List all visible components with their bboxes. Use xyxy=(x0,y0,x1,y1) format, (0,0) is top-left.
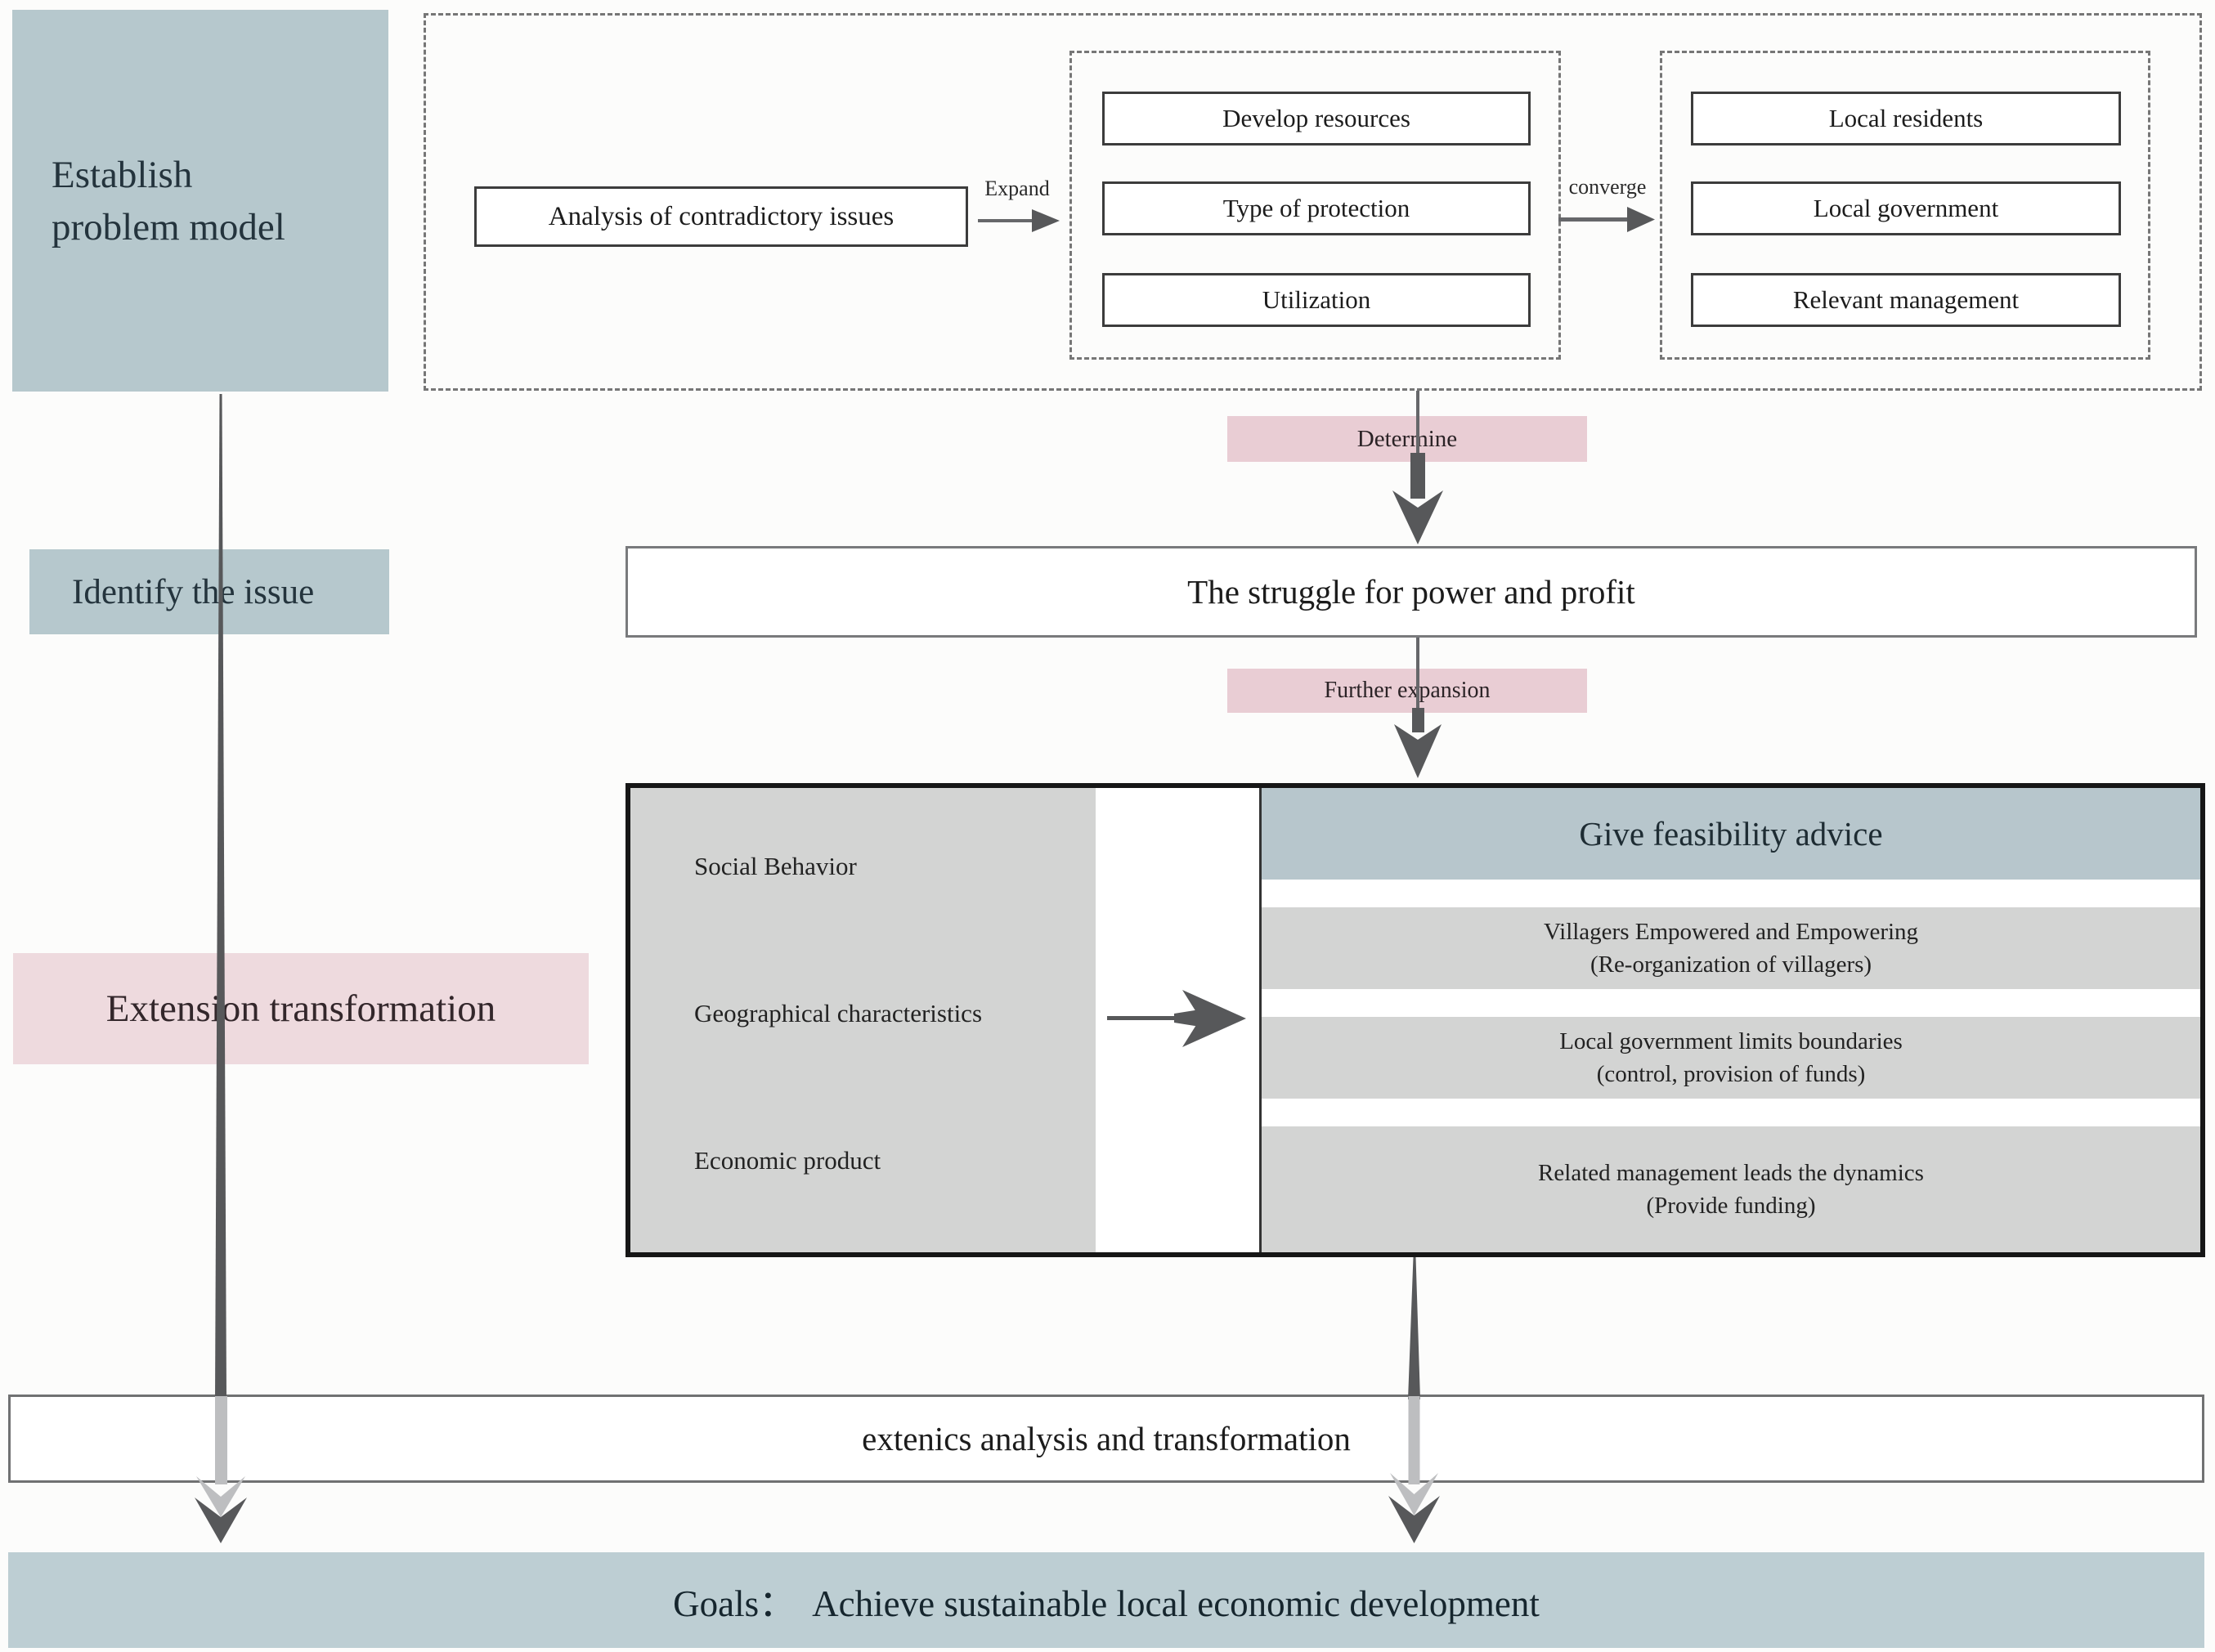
characteristic-item: Geographical characteristics xyxy=(694,999,983,1027)
advice-row-main: Villagers Empowered and Empowering xyxy=(1543,919,1919,945)
advice-row: Related management leads the dynamics (P… xyxy=(1262,1126,2200,1252)
further-expansion-label: Further expansion xyxy=(1324,678,1491,703)
stage-establish-line1: Establish xyxy=(52,153,193,196)
advice-row-sub: (control, provision of funds) xyxy=(1596,1061,1866,1087)
advice-row-main: Related management leads the dynamics xyxy=(1538,1160,1924,1186)
extenics-label: extenics analysis and transformation xyxy=(862,1420,1351,1457)
stage-identify-label: Identify the issue xyxy=(72,572,315,611)
converge-item-box: Relevant management xyxy=(1691,273,2121,327)
analysis-box: Analysis of contradictory issues xyxy=(474,186,968,247)
advice-header: Give feasibility advice xyxy=(1262,788,2200,880)
expand-item-box: Type of protection xyxy=(1102,181,1531,235)
expand-dashed-group xyxy=(1069,51,1561,360)
goals-label: Goals： Achieve sustainable local economi… xyxy=(673,1583,1540,1624)
advice-panel: Give feasibility advice Villagers Empowe… xyxy=(1259,788,2200,1252)
advice-gap xyxy=(1262,989,2200,1017)
determine-label: Determine xyxy=(1356,425,1458,452)
stage-extension-box: Extension transformation xyxy=(13,953,589,1064)
struggle-bar: The struggle for power and profit xyxy=(625,546,2197,638)
expand-label: Expand xyxy=(984,177,1050,200)
stage-establish-box: Establish problem model xyxy=(12,10,388,392)
expand-item-box: Develop resources xyxy=(1102,92,1531,146)
further-expansion-label-bar: Further expansion xyxy=(1227,669,1587,713)
advice-row-sub: (Re-organization of villagers) xyxy=(1590,951,1872,978)
converge-item-box: Local government xyxy=(1691,181,2121,235)
determine-label-bar: Determine xyxy=(1227,416,1587,462)
analysis-label: Analysis of contradictory issues xyxy=(548,201,895,231)
characteristic-item: Social Behavior xyxy=(694,852,857,880)
advice-gap xyxy=(1262,1099,2200,1126)
advice-gap xyxy=(1262,880,2200,907)
determine-arrow xyxy=(1392,391,1443,544)
advice-row: Local government limits boundaries (cont… xyxy=(1262,1017,2200,1099)
characteristic-item: Economic product xyxy=(694,1146,881,1175)
converge-dashed-group xyxy=(1660,51,2150,360)
expand-item-box: Utilization xyxy=(1102,273,1531,327)
extenics-bar: extenics analysis and transformation xyxy=(8,1395,2204,1483)
advice-row-sub: (Provide funding) xyxy=(1646,1193,1816,1219)
struggle-label: The struggle for power and profit xyxy=(1187,573,1635,611)
problem-model-dashed-group xyxy=(424,13,2202,391)
stage-establish-line2: problem model xyxy=(52,205,285,248)
advice-header-label: Give feasibility advice xyxy=(1579,815,1883,853)
converge-item-box: Local residents xyxy=(1691,92,2121,146)
feasibility-matrix: Social Behavior Geographical characteris… xyxy=(625,783,2205,1257)
stage-identify-box: Identify the issue xyxy=(29,549,389,634)
advice-row-main: Local government limits boundaries xyxy=(1559,1028,1903,1054)
advice-row: Villagers Empowered and Empowering (Re-o… xyxy=(1262,907,2200,989)
goals-bar: Goals： Achieve sustainable local economi… xyxy=(8,1552,2204,1648)
stage-extension-label: Extension transformation xyxy=(105,987,496,1030)
characteristics-panel: Social Behavior Geographical characteris… xyxy=(630,788,1096,1252)
converge-label: converge xyxy=(1568,175,1647,199)
